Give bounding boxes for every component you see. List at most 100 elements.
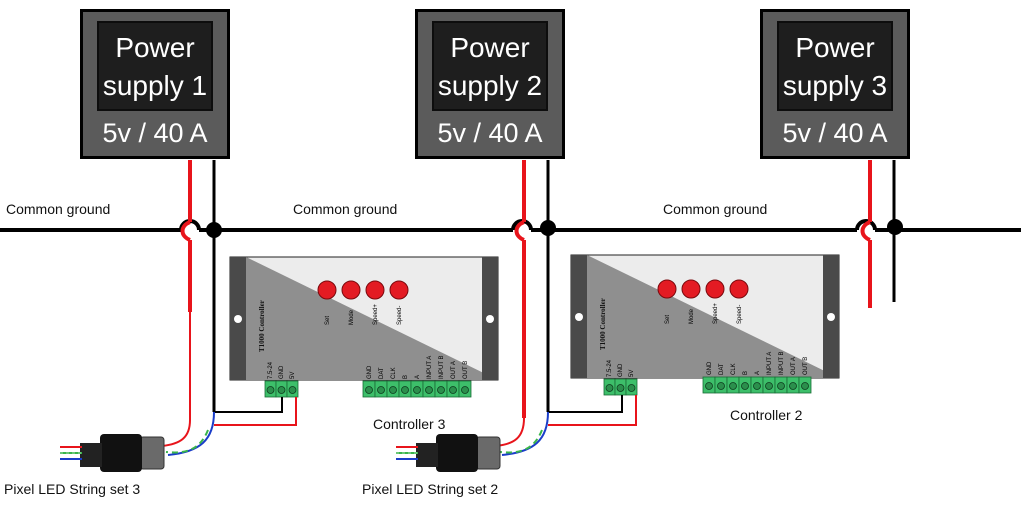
controller-caption: Controller 2 (730, 407, 803, 423)
terminal-screw (288, 386, 297, 394)
signal-pin-label: GND (367, 365, 373, 379)
controller-button[interactable] (681, 279, 701, 299)
psu1-wires (180, 160, 222, 412)
terminal-screw (449, 386, 457, 394)
controller-button[interactable] (705, 279, 725, 299)
terminal-screw (777, 382, 785, 390)
power-supply-title: Power (795, 32, 875, 63)
signal-pin-label: A (755, 371, 761, 375)
controller-button[interactable] (657, 279, 677, 299)
power-supply-number: supply 3 (782, 70, 888, 101)
common-ground-label: Common ground (6, 201, 111, 217)
ground-junction (206, 222, 222, 238)
terminal-screw (729, 382, 737, 390)
signal-pin-label: B (743, 371, 749, 375)
controller-3-feed-wires (189, 312, 297, 426)
signal-pin-label: OUT A (791, 357, 797, 375)
terminal-screw (425, 386, 433, 394)
power-supply-2: Power supply 2 5v / 40 A (415, 9, 565, 159)
power-supply-rating: 5v / 40 A (437, 118, 543, 148)
power-supply-title: Power (115, 32, 195, 63)
power-supply-title: Power (450, 32, 530, 63)
power-pin-label: GND (618, 363, 624, 377)
power-pin-label: 5V (290, 372, 296, 379)
controller-button-label: Speed+ (713, 303, 719, 324)
power-terminal-block: 7.5-24 GND 5V (264, 361, 299, 398)
terminal-screw (377, 386, 385, 394)
power-supply-rating: 5v / 40 A (102, 118, 208, 148)
common-ground-label: Common ground (663, 201, 768, 217)
signal-pin-label: INPUT A (767, 352, 773, 375)
led-string-label: Pixel LED String set 2 (362, 481, 499, 497)
controller-3: T1000 Controller Set Mode Speed+ Speed- 7.5… (229, 256, 499, 398)
signal-pin-label: CLK (391, 367, 397, 379)
led-string-label: Pixel LED String set 3 (4, 481, 141, 497)
common-ground-label: Common ground (293, 201, 398, 217)
controller-button-label: Speed- (397, 306, 403, 325)
ground-junction (887, 219, 903, 235)
terminal-screw (616, 384, 625, 392)
controller-caption: Controller 3 (373, 416, 446, 432)
terminal-screw (365, 386, 373, 394)
signal-pin-label: DAT (379, 367, 385, 379)
signal-terminal-block: GND DAT CLK B A INPUT A INPUT B OUT A OUT B (362, 355, 472, 398)
power-supply-3: Power supply 3 5v / 40 A (760, 9, 910, 159)
terminal-screw (801, 382, 809, 390)
power-pin-label: GND (279, 365, 285, 379)
controller-button-label: Speed+ (373, 304, 379, 325)
signal-pin-label: CLK (731, 363, 737, 375)
signal-pin-label: OUT A (451, 361, 457, 379)
terminal-screw (266, 386, 275, 394)
signal-pin-label: B (403, 375, 409, 379)
power-supply-number: supply 2 (437, 70, 543, 101)
signal-pin-label: INPUT B (439, 355, 445, 379)
controller-button-label: Set (325, 316, 331, 325)
terminal-screw (413, 386, 421, 394)
controller-buttons: Set Mode Speed+ Speed- (657, 279, 749, 324)
terminal-screw (765, 382, 773, 390)
led-string-2-connector (396, 411, 549, 472)
controller-model-label: T1000 Controller (258, 300, 266, 352)
power-supply-label-panel: Power supply 2 (432, 21, 548, 111)
terminal-screw (627, 384, 636, 392)
terminal-screw (753, 382, 761, 390)
power-supply-rating: 5v / 40 A (782, 118, 888, 148)
controller-button[interactable] (317, 280, 337, 300)
terminal-screw (437, 386, 445, 394)
controller-button[interactable] (389, 280, 409, 300)
signal-pin-label: INPUT A (427, 356, 433, 379)
signal-pin-label: INPUT B (779, 351, 785, 375)
signal-pin-label: OUT B (803, 357, 809, 375)
terminal-screw (461, 386, 469, 394)
power-supply-label-panel: Power supply 3 (777, 21, 893, 111)
psu3-wires (860, 160, 903, 308)
controller-button-label: Speed- (737, 305, 743, 324)
controller-button-label: Mode (689, 308, 695, 324)
controller-button-label: Set (665, 315, 671, 324)
led-string-3-connector (60, 411, 215, 472)
power-pin-label: 5V (629, 370, 635, 377)
terminal-screw (717, 382, 725, 390)
controller-button[interactable] (341, 280, 361, 300)
terminal-screw (605, 384, 614, 392)
controller-button[interactable] (729, 279, 749, 299)
controller-button[interactable] (365, 280, 385, 300)
controller-2-feed-wires (548, 395, 637, 426)
terminal-screw (741, 382, 749, 390)
controller-buttons: Set Mode Speed+ Speed- (317, 280, 409, 325)
terminal-screw (389, 386, 397, 394)
psu2-wires (514, 160, 556, 418)
power-supply-label-panel: Power supply 1 (97, 21, 213, 111)
terminal-screw (705, 382, 713, 390)
controller-button-label: Mode (349, 309, 355, 325)
signal-pin-label: OUT B (463, 361, 469, 379)
ground-junction (540, 220, 556, 236)
signal-pin-label: A (415, 375, 421, 379)
power-pin-label: 7.5-24 (268, 361, 274, 379)
signal-pin-label: DAT (719, 363, 725, 375)
controller-model-label: T1000 Controller (599, 298, 607, 350)
terminal-screw (277, 386, 286, 394)
